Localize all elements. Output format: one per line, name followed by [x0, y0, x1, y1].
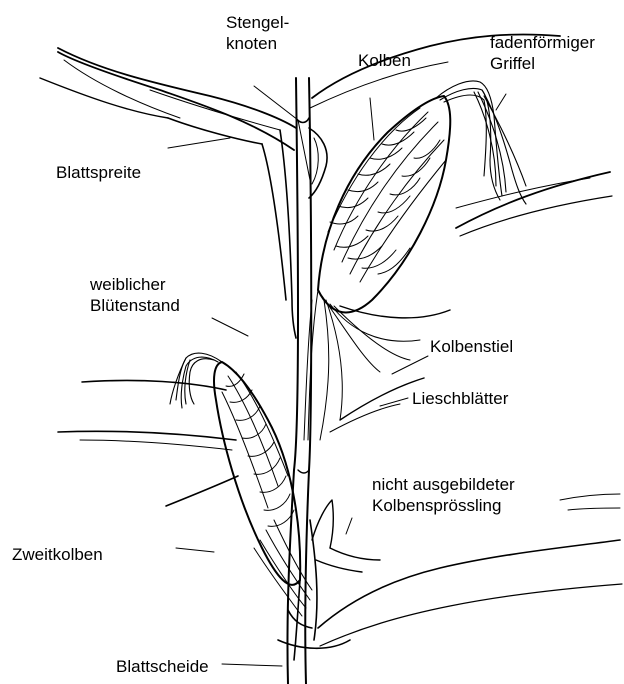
lower-ear-kernels	[222, 372, 294, 526]
label-blattspreite: Blattspreite	[56, 162, 141, 183]
label-zweitkolben: Zweitkolben	[12, 544, 103, 565]
upper-left-leaf	[40, 48, 296, 150]
upper-leaf-sheath	[262, 130, 296, 338]
lower-left-leaf	[58, 380, 238, 506]
label-bluetenstand: weiblicher Blütenstand	[90, 274, 180, 316]
label-griffel: fadenförmiger Griffel	[490, 32, 595, 74]
label-lieschblaetter: Lieschblätter	[412, 388, 508, 409]
lower-ear-husk	[254, 520, 312, 616]
label-kolben: Kolben	[358, 50, 411, 71]
lower-right-leaf	[318, 494, 622, 646]
label-stengelknoten: Stengel- knoten	[226, 12, 289, 54]
leader-lines	[168, 86, 506, 666]
undeveloped-shoot	[312, 500, 380, 572]
label-kolbenstiel: Kolbenstiel	[430, 336, 513, 357]
label-blattscheide: Blattscheide	[116, 656, 209, 677]
mid-right-leaf	[330, 378, 424, 432]
upper-ear-husk	[304, 290, 450, 440]
label-kolbenspross: nicht ausgebildeter Kolbensprössling	[372, 474, 515, 516]
